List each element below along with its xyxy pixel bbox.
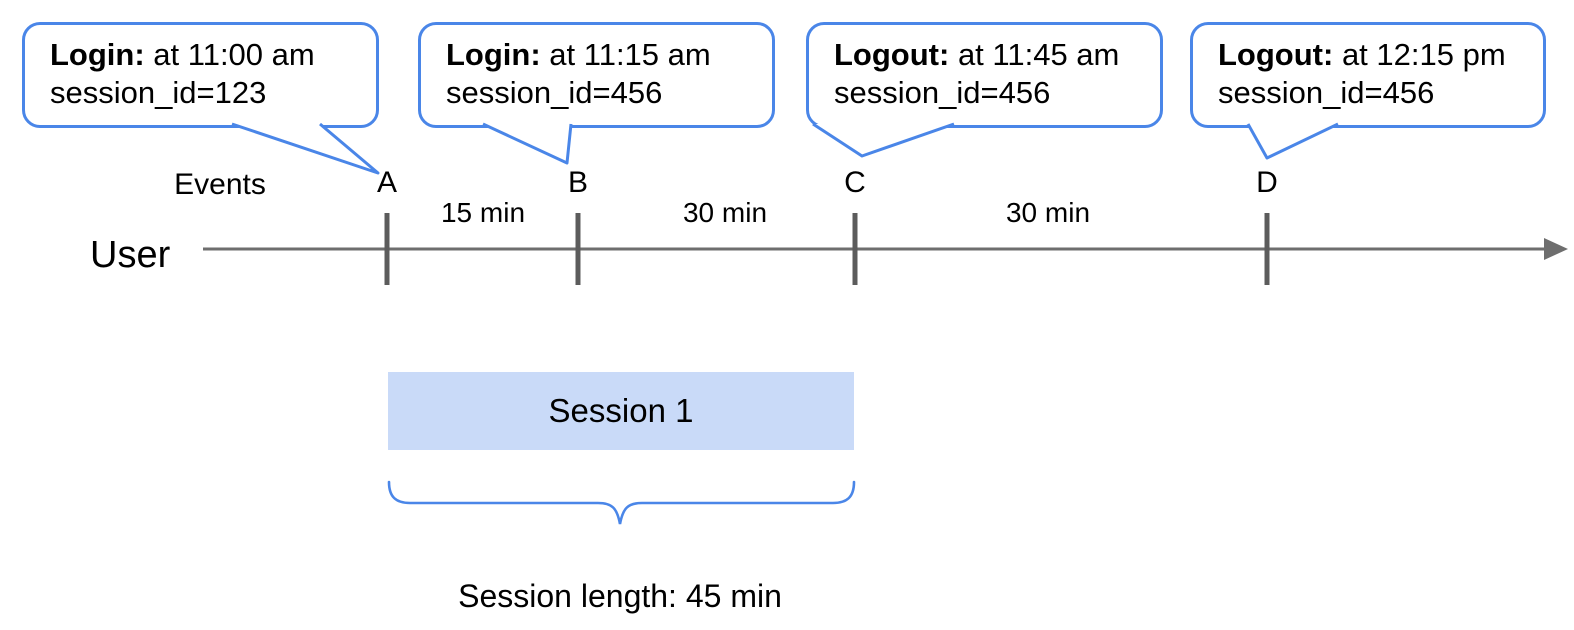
callout-event-type: Logout:	[1218, 37, 1334, 72]
event-marker-label-a: A	[376, 166, 397, 199]
session-1-bar: Session 1	[388, 372, 854, 450]
callout-tail-a	[231, 122, 380, 175]
callout-session-id: session_id=123	[50, 75, 267, 110]
callout-event-time: at 11:45 am	[949, 37, 1120, 72]
callout-tail-b	[482, 122, 573, 165]
event-marker-label-c: C	[844, 166, 866, 199]
callout-bubble-b: Login: at 11:15 am session_id=456	[418, 22, 775, 128]
timeline-arrowhead-icon	[1544, 238, 1568, 260]
callout-tail-d	[1246, 122, 1339, 160]
callout-event-line: Login: at 11:00 am	[50, 36, 362, 74]
callout-event-line: Logout: at 12:15 pm	[1218, 36, 1529, 74]
interval-label-a-b: 15 min	[440, 197, 526, 228]
callout-bubble-a: Login: at 11:00 am session_id=123	[22, 22, 379, 128]
session-length-caption: Session length: 45 min	[458, 578, 782, 614]
callout-event-type: Login:	[446, 37, 541, 72]
user-row-label: User	[90, 234, 171, 276]
callout-tail-c	[812, 122, 955, 158]
callout-session-id: session_id=456	[1218, 75, 1435, 110]
interval-label-c-d: 30 min	[1005, 197, 1091, 228]
callout-session-id: session_id=456	[834, 75, 1051, 110]
callout-session-id: session_id=456	[446, 75, 663, 110]
callout-bubble-c: Logout: at 11:45 am session_id=456	[806, 22, 1163, 128]
event-marker-label-d: D	[1256, 166, 1278, 199]
interval-label-b-c: 30 min	[682, 197, 768, 228]
callout-event-time: at 12:15 pm	[1333, 37, 1506, 72]
callout-event-line: Login: at 11:15 am	[446, 36, 758, 74]
event-marker-label-b: B	[567, 166, 588, 199]
session-1-bar-label: Session 1	[548, 392, 694, 429]
callout-event-type: Logout:	[834, 37, 950, 72]
session-length-brace	[387, 480, 856, 525]
callout-event-time: at 11:00 am	[144, 37, 315, 72]
callout-event-line: Logout: at 11:45 am	[834, 36, 1146, 74]
callout-event-time: at 11:15 am	[540, 37, 711, 72]
events-axis-label: Events	[174, 168, 266, 201]
callout-bubble-d: Logout: at 12:15 pm session_id=456	[1190, 22, 1546, 128]
callout-event-type: Login:	[50, 37, 145, 72]
